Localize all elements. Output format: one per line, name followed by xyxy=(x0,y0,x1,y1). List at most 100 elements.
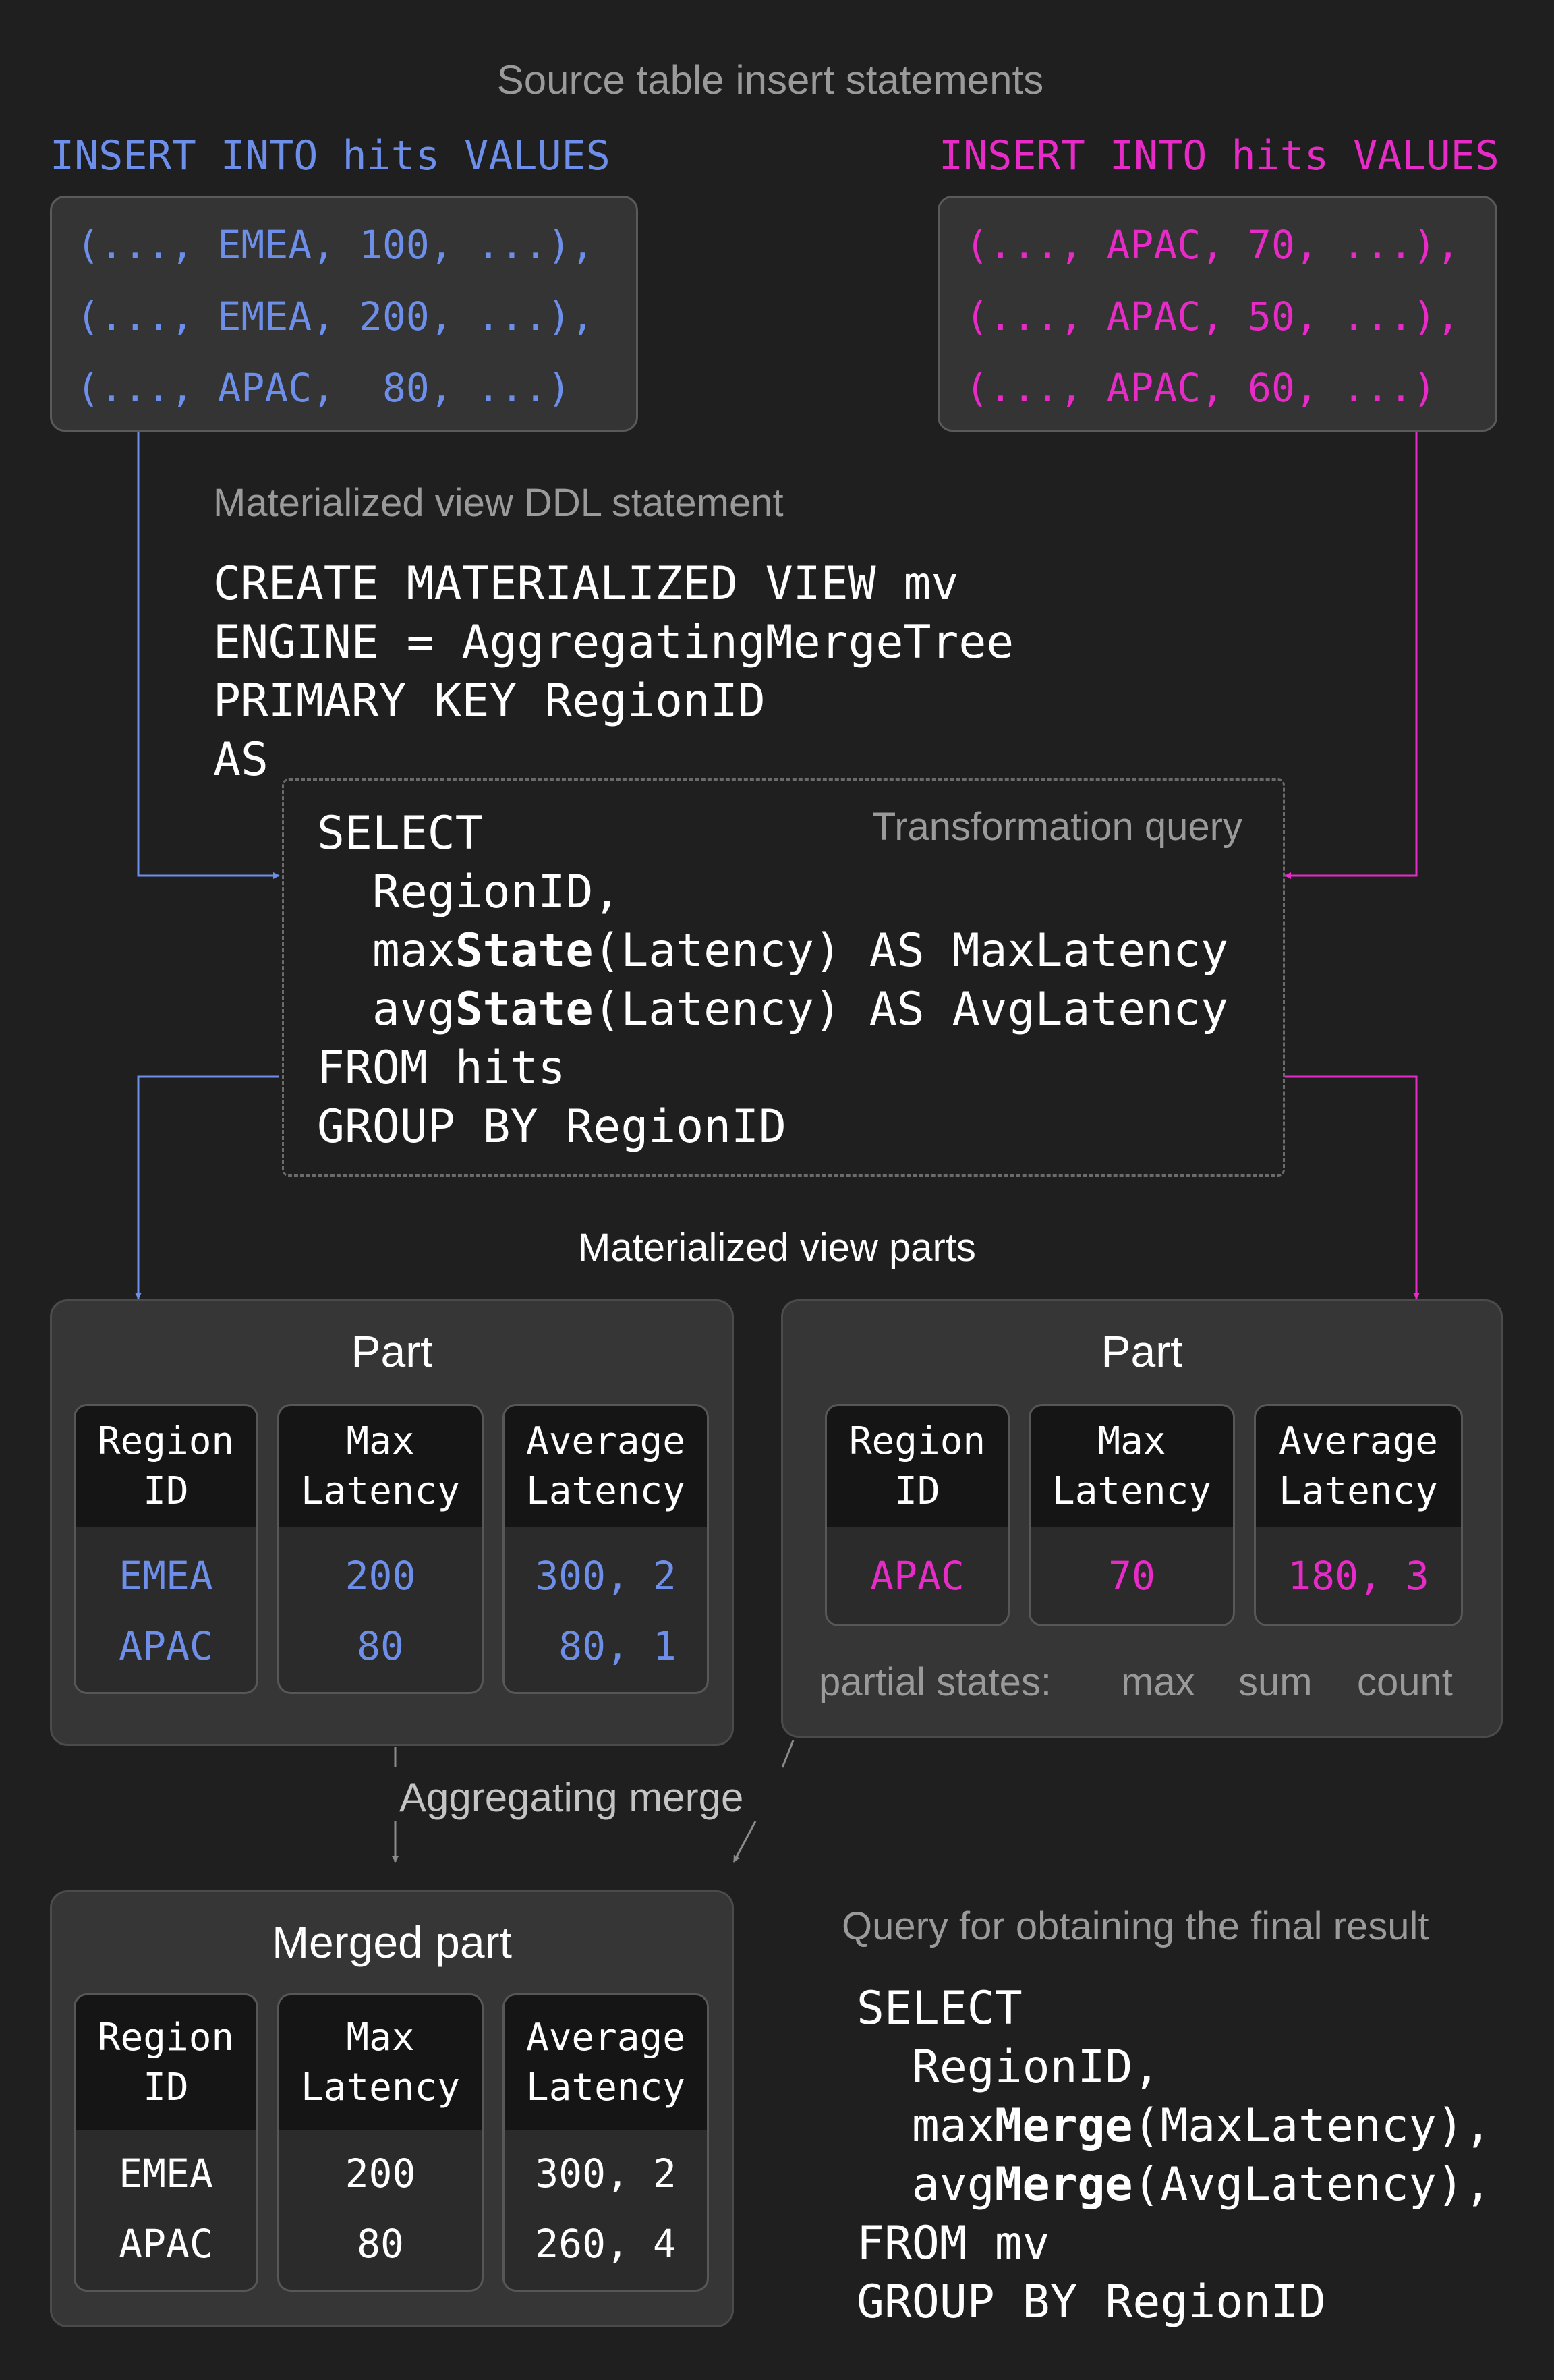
right-insert-header: INSERT INTO hits VALUES xyxy=(939,132,1499,179)
col-header: Region ID xyxy=(76,1406,256,1527)
right-insert-box: (..., APAC, 70, ...), (..., APAC, 50, ..… xyxy=(938,196,1497,432)
part-left-col-max: Max Latency 200 80 xyxy=(277,1404,484,1694)
part-left-title: Part xyxy=(351,1326,433,1376)
final-query-title: Query for obtaining the final result xyxy=(842,1904,1429,1948)
partial-states-label: partial states: xyxy=(819,1660,1052,1704)
merge-right-arrow xyxy=(732,1821,757,1863)
col-header-line: Latency xyxy=(300,1469,460,1513)
transform-line: SELECT xyxy=(317,807,483,860)
cell: 300, 2 xyxy=(535,2151,677,2197)
cell: 200 xyxy=(345,1553,416,1599)
col-header-line: Latency xyxy=(1278,1469,1438,1513)
transform-fn-rest: (Latency) AS AvgLatency xyxy=(593,983,1229,1036)
col-header: Region ID xyxy=(827,1406,1008,1527)
final-line: RegionID, xyxy=(857,2041,1161,2094)
cell: APAC xyxy=(870,1553,965,1599)
transformation-query-box xyxy=(282,778,1285,1177)
final-line: FROM mv xyxy=(857,2217,1050,2270)
col-header: Region ID xyxy=(76,1995,256,2130)
final-fn-prefix: max xyxy=(857,2099,995,2153)
col-header-line: ID xyxy=(143,2066,189,2109)
part-right-title: Part xyxy=(1101,1326,1183,1376)
pink-insert-arrow xyxy=(1284,432,1418,879)
ddl-line: CREATE MATERIALIZED VIEW mv xyxy=(213,557,959,611)
cell: EMEA xyxy=(119,1553,213,1599)
transform-fn-state: State xyxy=(455,983,594,1036)
merge-right-line xyxy=(781,1740,795,1768)
col-header-line: Max xyxy=(1097,1419,1166,1463)
cell: 300, 2 xyxy=(535,1553,677,1599)
right-insert-row: (..., APAC, 70, ...), xyxy=(965,222,1460,268)
col-header: Max Latency xyxy=(279,1995,482,2130)
final-fn-merge: Merge xyxy=(994,2099,1133,2153)
cell: 260, 4 xyxy=(535,2221,677,2267)
transform-line: RegionID, xyxy=(317,866,621,919)
merged-part-panel: Merged part Region ID EMEA APAC Max Late… xyxy=(50,1890,734,2327)
col-header-line: Latency xyxy=(1052,1469,1211,1513)
col-header-line: Latency xyxy=(525,1469,685,1513)
cell: 80, 1 xyxy=(535,1623,677,1669)
col-header-line: Average xyxy=(525,2016,685,2060)
cell: 70 xyxy=(1108,1553,1155,1599)
col-header-line: Region xyxy=(97,2016,235,2060)
cell: APAC xyxy=(119,1623,213,1669)
ddl-line: ENGINE = AggregatingMergeTree xyxy=(213,616,1014,669)
part-right-col-region: Region ID APAC xyxy=(825,1404,1010,1626)
transform-fn-prefix: max xyxy=(317,924,455,978)
final-fn-merge: Merge xyxy=(994,2158,1133,2211)
aggregating-merge-label: Aggregating merge xyxy=(399,1775,744,1820)
part-right-col-max: Max Latency 70 xyxy=(1029,1404,1235,1626)
parts-label: Materialized view parts xyxy=(578,1226,976,1270)
merged-col-max: Max Latency 200 80 xyxy=(277,1993,484,2292)
transform-fn-prefix: avg xyxy=(317,983,455,1036)
col-header-line: Average xyxy=(1278,1419,1438,1463)
transform-fn-state: State xyxy=(455,924,594,978)
transform-line: avgState(Latency) AS AvgLatency xyxy=(317,980,1228,1039)
col-header-line: ID xyxy=(143,1469,189,1513)
col-header-line: Average xyxy=(525,1419,685,1463)
blue-part-arrow xyxy=(135,1075,279,1299)
transform-line: FROM hits xyxy=(317,1042,566,1095)
blue-insert-arrow xyxy=(137,432,280,879)
partial-max-label: max xyxy=(1121,1660,1195,1704)
transform-line: GROUP BY RegionID xyxy=(317,1100,786,1154)
pink-part-arrow xyxy=(1285,1075,1420,1299)
col-header: Average Latency xyxy=(505,1406,707,1527)
part-left-col-region: Region ID EMEA APAC xyxy=(74,1404,258,1694)
transform-line: maxState(Latency) AS MaxLatency xyxy=(317,922,1228,980)
final-line: SELECT xyxy=(857,1982,1023,2035)
col-header-line: ID xyxy=(894,1469,940,1513)
partial-count-label: count xyxy=(1357,1660,1453,1704)
col-header: Average Latency xyxy=(505,1995,707,2130)
part-right-col-avg: Average Latency 180, 3 xyxy=(1254,1404,1463,1626)
merged-col-region: Region ID EMEA APAC xyxy=(74,1993,258,2292)
final-line: maxMerge(MaxLatency), xyxy=(857,2097,1492,2155)
merged-col-avg: Average Latency 300, 2 260, 4 xyxy=(502,1993,709,2292)
cell: 180, 3 xyxy=(1288,1553,1429,1599)
merged-part-title: Merged part xyxy=(272,1917,512,1967)
left-insert-row: (..., APAC, 80, ...) xyxy=(76,365,571,411)
cell: 80 xyxy=(357,2221,404,2267)
cell: 80 xyxy=(357,1623,404,1669)
left-insert-row: (..., EMEA, 200, ...), xyxy=(76,293,595,339)
col-header-line: Latency xyxy=(525,2066,685,2109)
col-header-line: Region xyxy=(97,1419,235,1463)
final-fn-rest: (AvgLatency), xyxy=(1132,2158,1492,2211)
col-header: Max Latency xyxy=(279,1406,482,1527)
part-left-col-avg: Average Latency 300, 2 80, 1 xyxy=(502,1404,709,1694)
ddl-line: AS xyxy=(213,733,268,787)
col-header-line: Max xyxy=(346,1419,415,1463)
part-left-panel: Part Region ID EMEA APAC Max Latency 200… xyxy=(50,1299,734,1746)
cell: EMEA xyxy=(119,2151,213,2197)
ddl-title: Materialized view DDL statement xyxy=(213,481,784,525)
right-insert-row: (..., APAC, 50, ...), xyxy=(965,293,1460,339)
left-insert-row: (..., EMEA, 100, ...), xyxy=(76,222,595,268)
right-insert-row: (..., APAC, 60, ...) xyxy=(965,365,1437,411)
partial-sum-label: sum xyxy=(1238,1660,1313,1704)
transform-fn-rest: (Latency) AS MaxLatency xyxy=(593,924,1229,978)
col-header-line: Latency xyxy=(300,2066,460,2109)
transformation-query-label: Transformation query xyxy=(871,805,1242,849)
cell: APAC xyxy=(119,2221,213,2267)
cell: 200 xyxy=(345,2151,416,2197)
source-title: Source table insert statements xyxy=(496,57,1044,103)
